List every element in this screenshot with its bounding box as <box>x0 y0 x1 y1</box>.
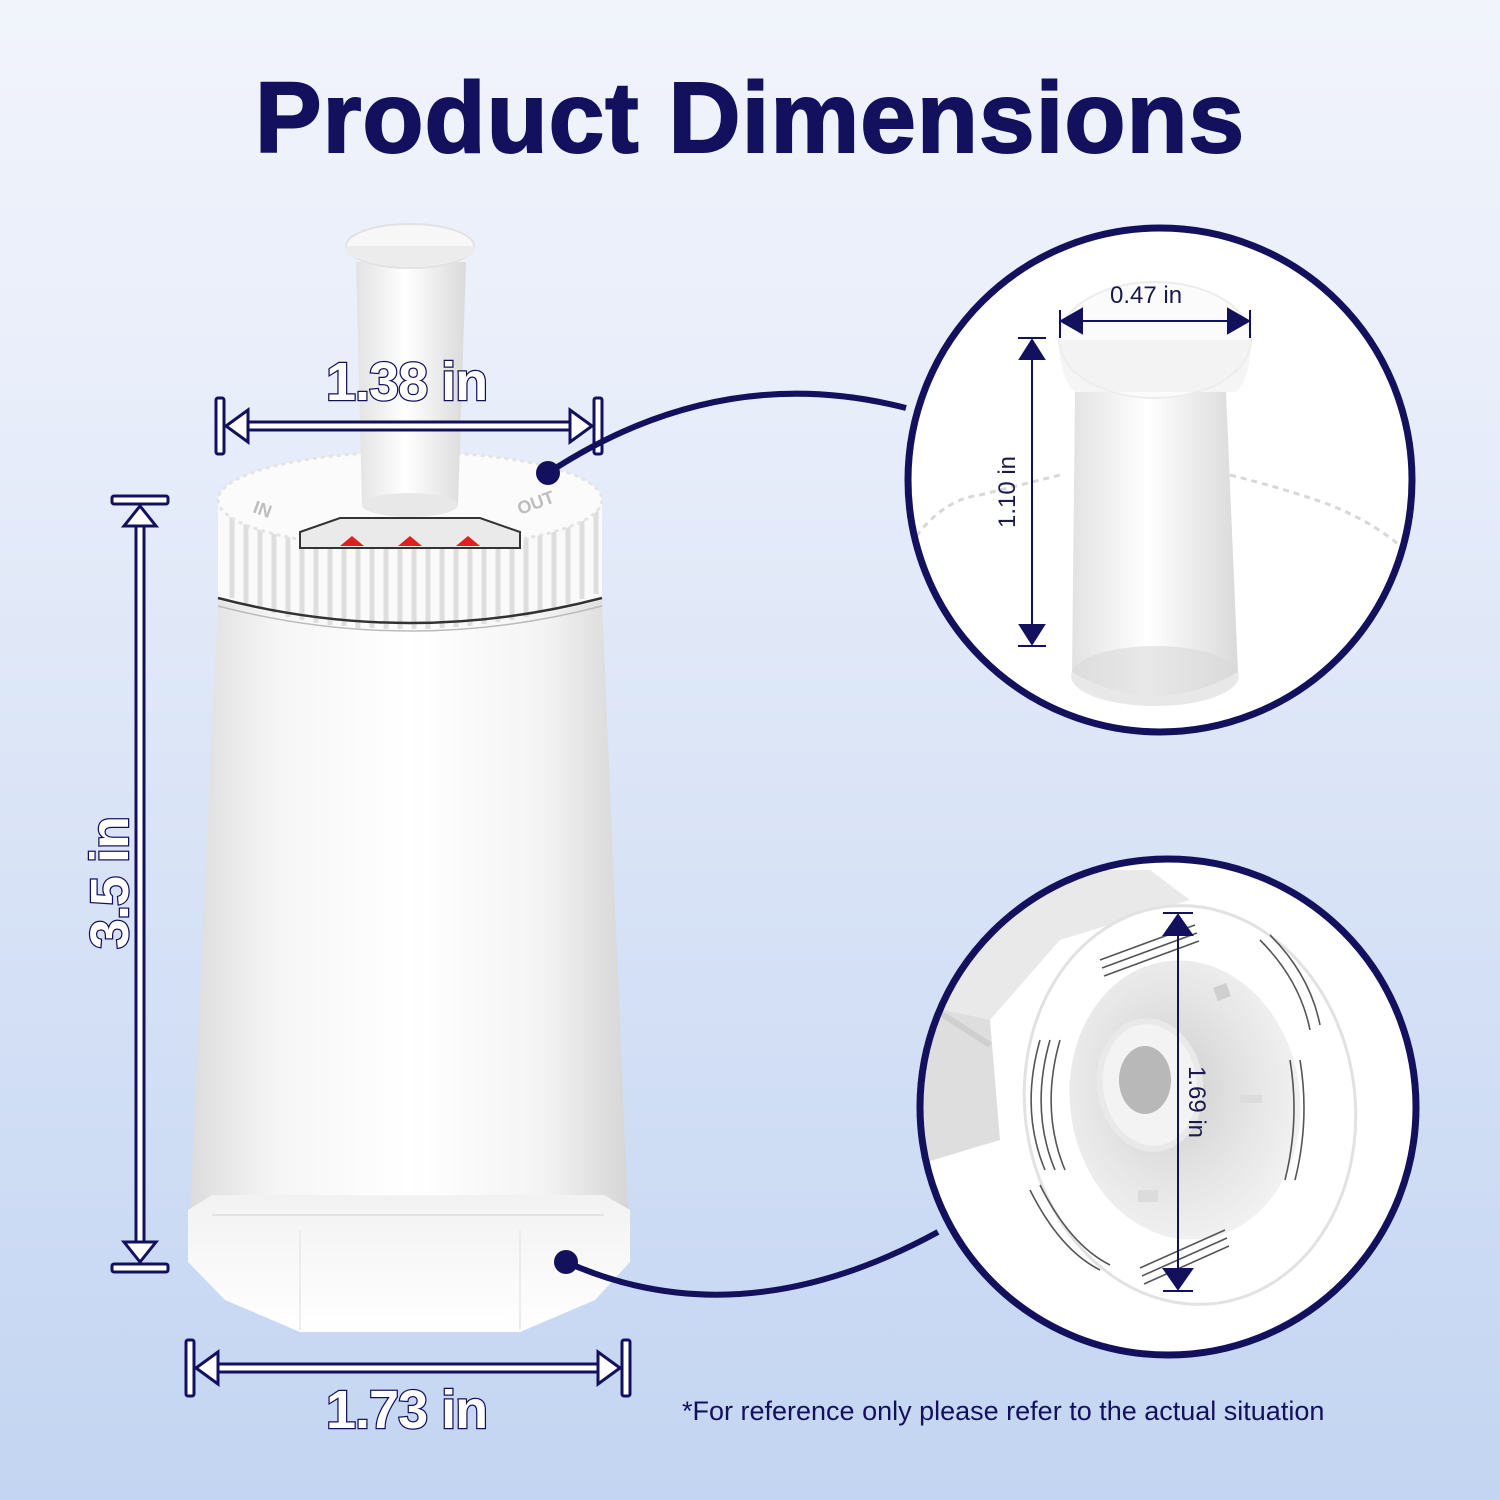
dimension-base-width <box>184 1338 632 1398</box>
disclaimer-note: *For reference only please refer to the … <box>682 1396 1325 1426</box>
cap-indicator-marks <box>340 536 480 546</box>
detail-circle-stem <box>904 224 1416 736</box>
callout-bottom <box>564 1229 940 1298</box>
filter-cartridge: IN OUT <box>188 223 630 1332</box>
base-width-label: 1.73 in <box>325 1379 490 1442</box>
height-label: 3.5 in <box>79 816 142 951</box>
page-title: Product Dimensions <box>254 61 1246 175</box>
dimension-height <box>110 494 170 1274</box>
callout-dot-bottom <box>554 1250 578 1274</box>
stem-width-label: 0.47 in <box>1110 282 1183 309</box>
cap-label-in: IN <box>251 497 275 522</box>
dimension-cap-width <box>214 396 604 456</box>
stem-height-label: 1.10 in <box>994 455 1021 529</box>
base-diameter-label: 1.69 in <box>1183 1065 1210 1139</box>
detail-circle-base <box>916 855 1420 1359</box>
callout-top <box>546 390 907 476</box>
callout-dot-top <box>536 461 560 485</box>
cap-width-label: 1.38 in <box>325 351 490 414</box>
